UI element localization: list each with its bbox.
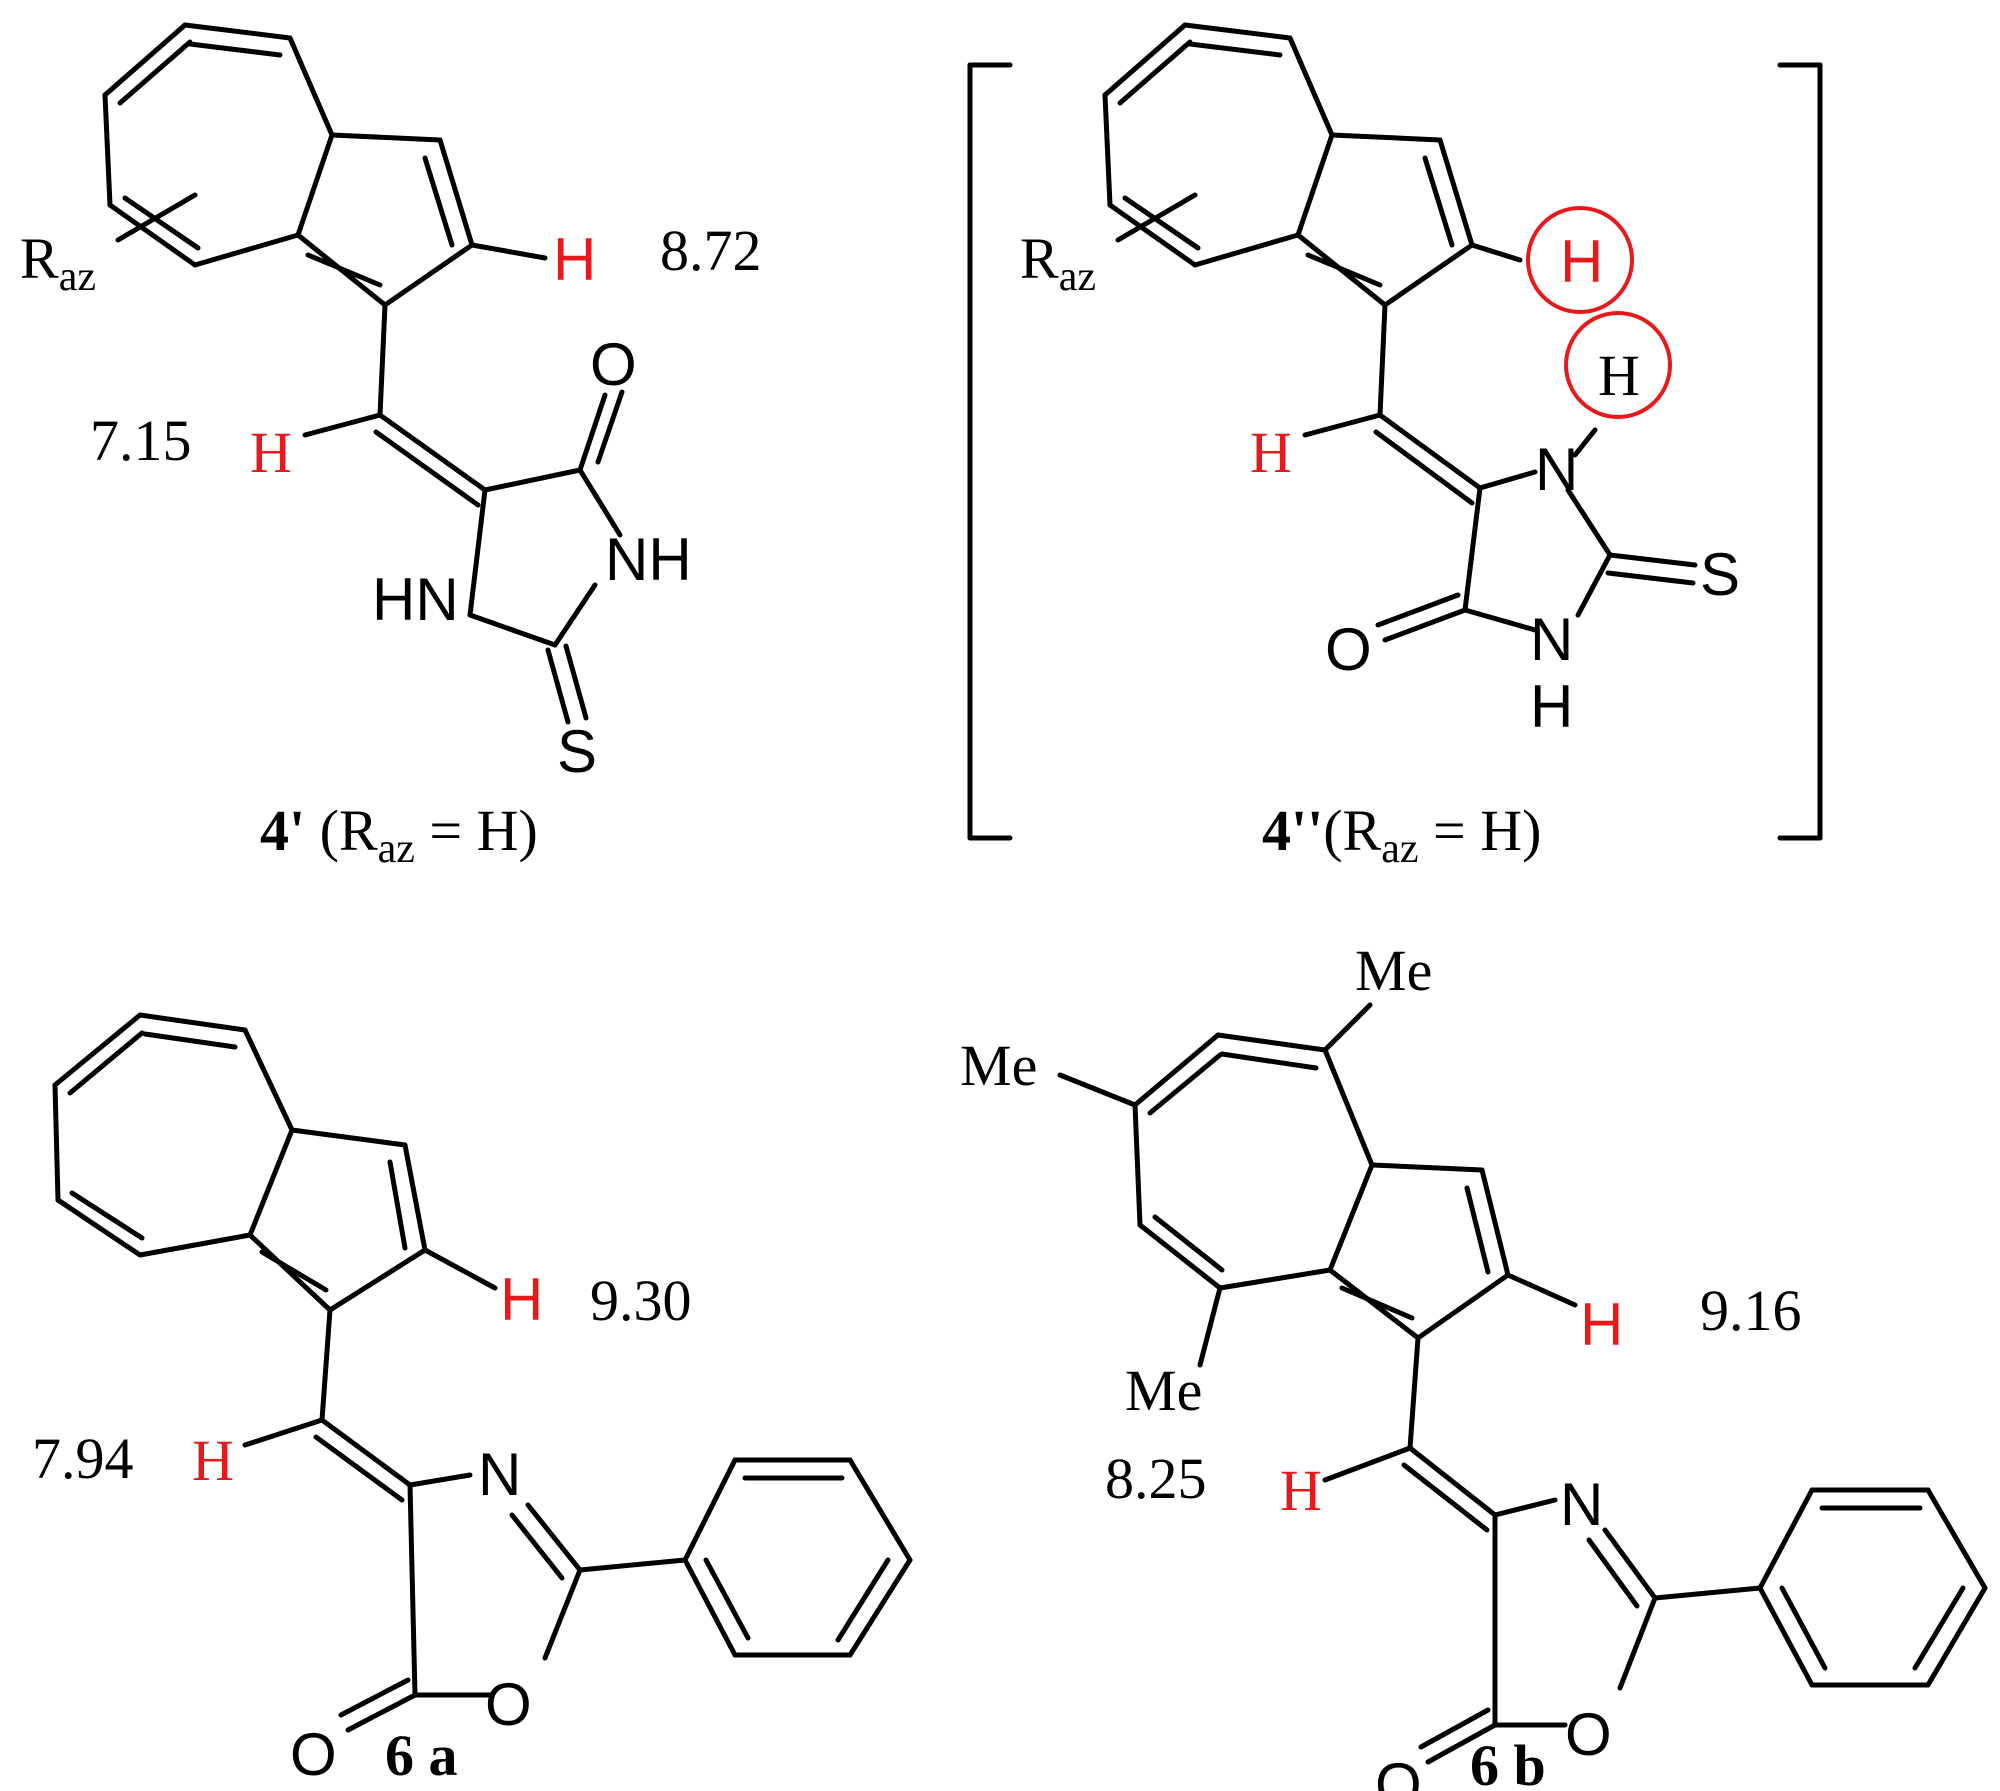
atom-s: S [557,718,597,785]
shift-vinyl: 7.15 [90,408,192,473]
compound-label: 6 b [1470,1733,1546,1791]
nh-highlight-circle [1564,311,1672,419]
compound-4-double-prime-bonds [1102,22,1698,643]
substituent-r: Raz [1020,226,1096,300]
shift-vinyl: 8.25 [1105,1446,1207,1511]
compound-label: 4' (Raz = H) [260,798,538,872]
atom-hn: HN [372,566,459,633]
h-vinyl: H [250,420,292,485]
compound-4-double-prime: Raz H H H N S O N H 4''(Raz = H) [967,22,1823,872]
h-ring: H [500,1266,543,1333]
atom-n-top: N [1535,436,1578,503]
compound-6a: H 9.30 7.94 H N O O 6 a [32,1012,913,1788]
bracket-left [967,62,1013,841]
atom-o-carbonyl: O [1375,1751,1422,1791]
methyl-bottom: Me [1125,1358,1202,1423]
h-ring: H [553,226,596,293]
atom-n: N [478,1441,521,1508]
compound-6b-bonds [1057,1002,1988,1765]
atom-o: O [590,331,637,398]
atom-o-ring: O [1565,1701,1612,1768]
compound-6a-bonds [52,1012,913,1733]
substituent-r: Raz [20,226,96,300]
compound-label: 6 a [385,1723,458,1788]
h-vinyl: H [1280,1458,1322,1523]
h-ring: H [1580,1291,1623,1358]
h-ring-highlight-circle [1526,206,1634,314]
atom-h-bottom: H [1530,673,1573,740]
h-vinyl: H [1250,420,1292,485]
shift-ring: 9.16 [1700,1278,1802,1343]
atom-o: O [1325,616,1372,683]
h-nh: H [1598,343,1640,408]
compound-label: 4''(Raz = H) [1262,798,1541,872]
shift-ring: 8.72 [660,218,762,283]
h-ring: H [1560,228,1603,295]
atom-n-bottom: N [1530,606,1573,673]
methyl-left: Me [960,1033,1037,1098]
methyl-top: Me [1355,938,1432,1003]
atom-nh: NH [605,526,692,593]
compound-4-prime: Raz H 8.72 7.15 H O NH HN S 4' (Raz = H) [20,22,762,872]
compound-6b: Me Me Me H 9.16 8.25 H N O O 6 b [960,938,1988,1791]
bracket-right [1777,62,1823,841]
atom-s: S [1700,541,1740,608]
shift-ring: 9.30 [590,1268,692,1333]
compound-4-prime-bonds [102,22,625,725]
atom-o-carbonyl: O [290,1721,337,1788]
atom-n: N [1560,1471,1603,1538]
atom-o-ring: O [485,1671,532,1738]
h-vinyl: H [192,1428,234,1493]
shift-vinyl: 7.94 [32,1426,134,1491]
